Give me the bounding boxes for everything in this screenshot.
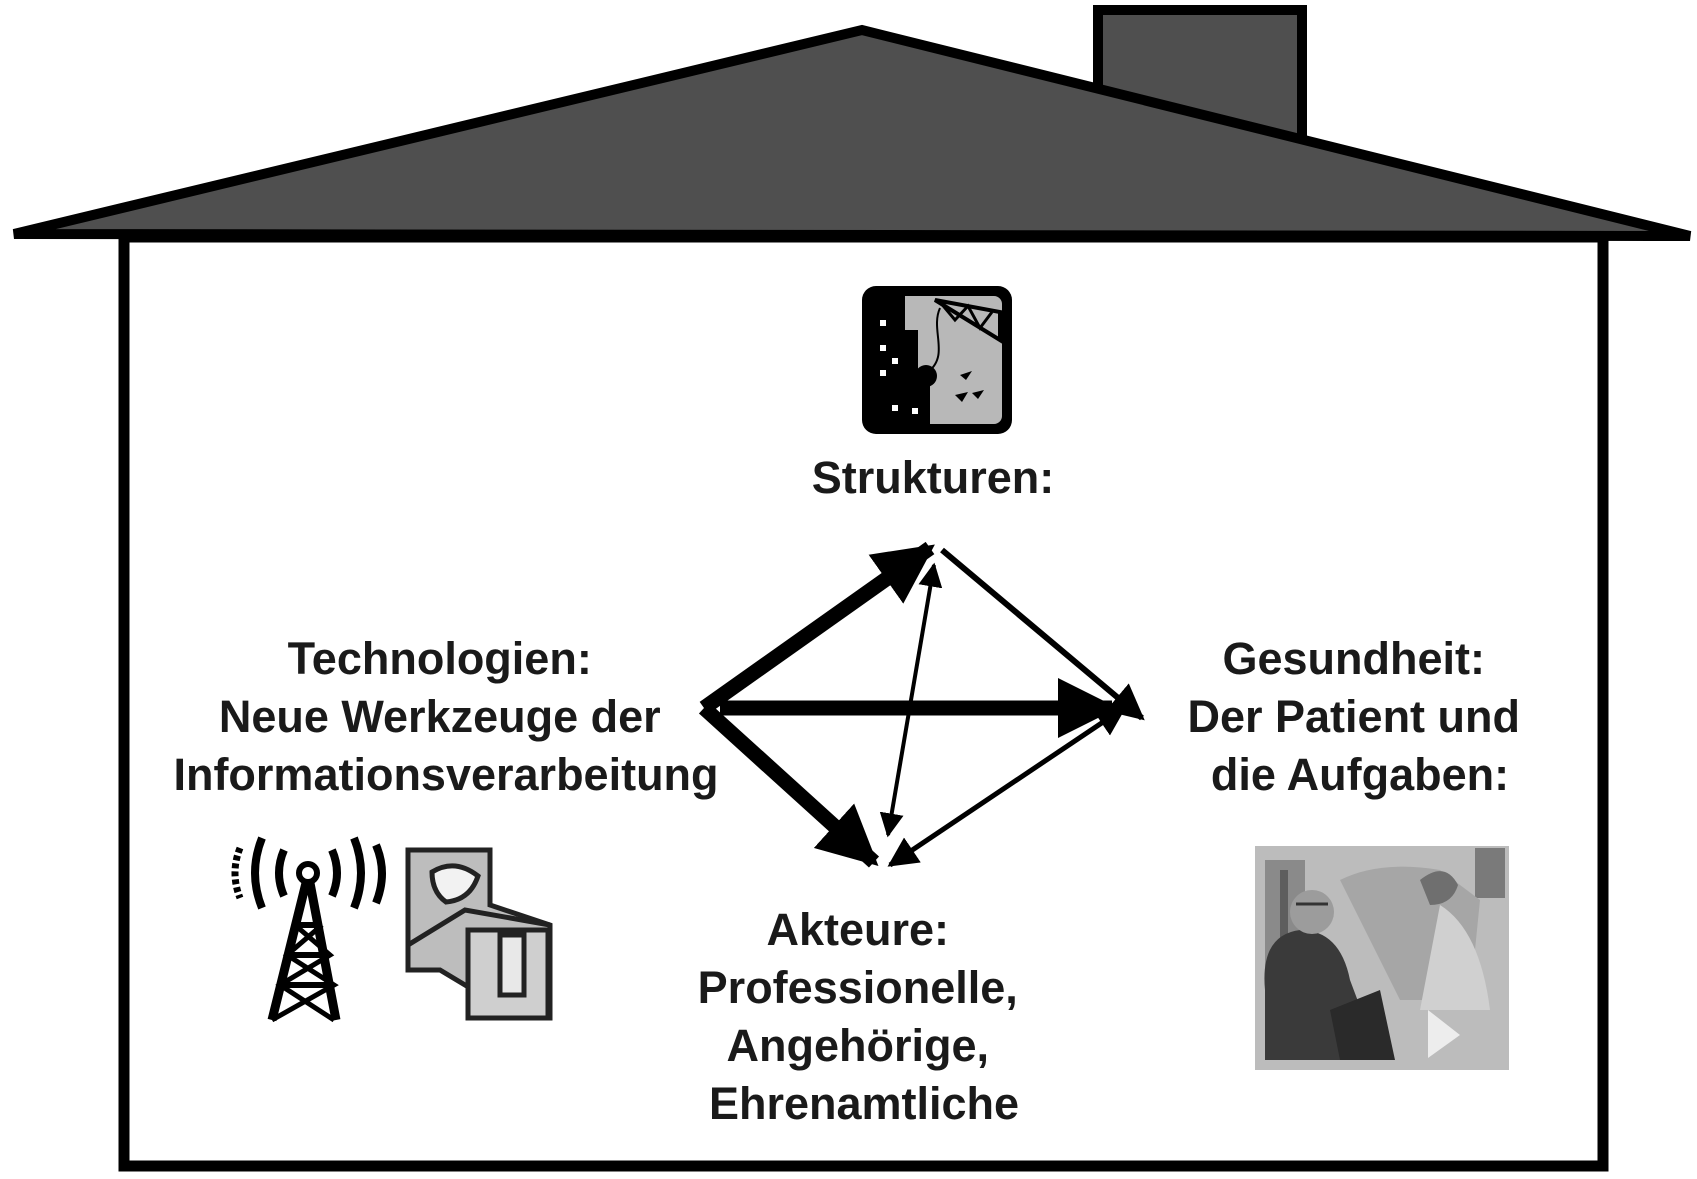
relation-arrows xyxy=(698,541,1145,868)
arrow-strukturen-gesundheit xyxy=(940,547,1145,721)
label-strukturen: Strukturen: xyxy=(812,452,1055,503)
arrow-gesundheit-akteure xyxy=(887,705,1127,868)
label-gesundheit: Gesundheit: Der Patient und die Aufgaben… xyxy=(1187,633,1532,800)
hospital-bed-icon xyxy=(405,847,553,1021)
arrow-strukturen-akteure xyxy=(879,562,943,838)
roof xyxy=(12,24,1692,241)
wrecking-ball-building-icon xyxy=(862,286,1012,434)
arrow-technologien-akteure xyxy=(698,702,880,868)
radio-tower-icon xyxy=(231,836,386,1023)
label-technologien: Technologien: Neue Werkzeuge der Informa… xyxy=(173,633,718,800)
patient-with-caregiver-picture xyxy=(1255,846,1509,1070)
label-akteure: Akteure: Professionelle, Angehörige, Ehr… xyxy=(698,904,1031,1129)
